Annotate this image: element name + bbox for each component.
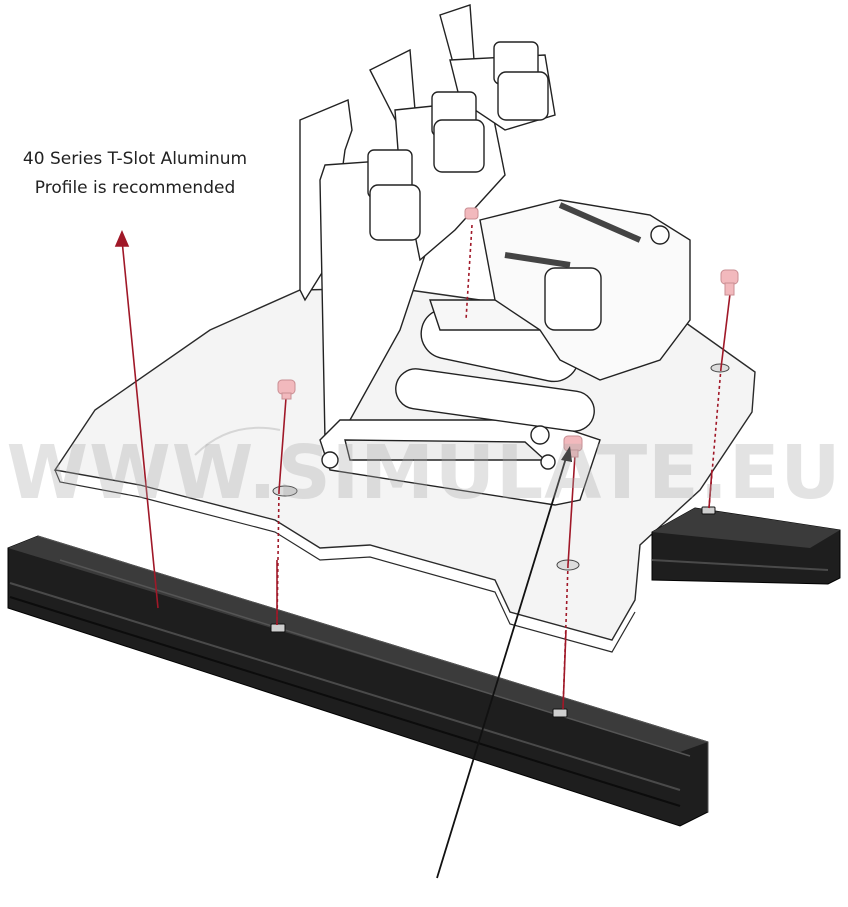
callout-line-1: 40 Series T-Slot Aluminum <box>22 149 248 169</box>
rail-recommendation-callout: 40 Series T-Slot Aluminum Profile is rec… <box>0 145 270 203</box>
bolt-icon <box>277 207 739 458</box>
aluminum-rail-illustration <box>7 507 841 827</box>
pedal-assembly-illustration <box>299 4 691 506</box>
t-nut-icon <box>270 506 716 718</box>
callout-line-2: Profile is recommended <box>34 178 236 198</box>
leader-lines <box>114 224 731 710</box>
pointer-line <box>436 457 567 879</box>
pointer-arrowhead <box>561 446 572 462</box>
